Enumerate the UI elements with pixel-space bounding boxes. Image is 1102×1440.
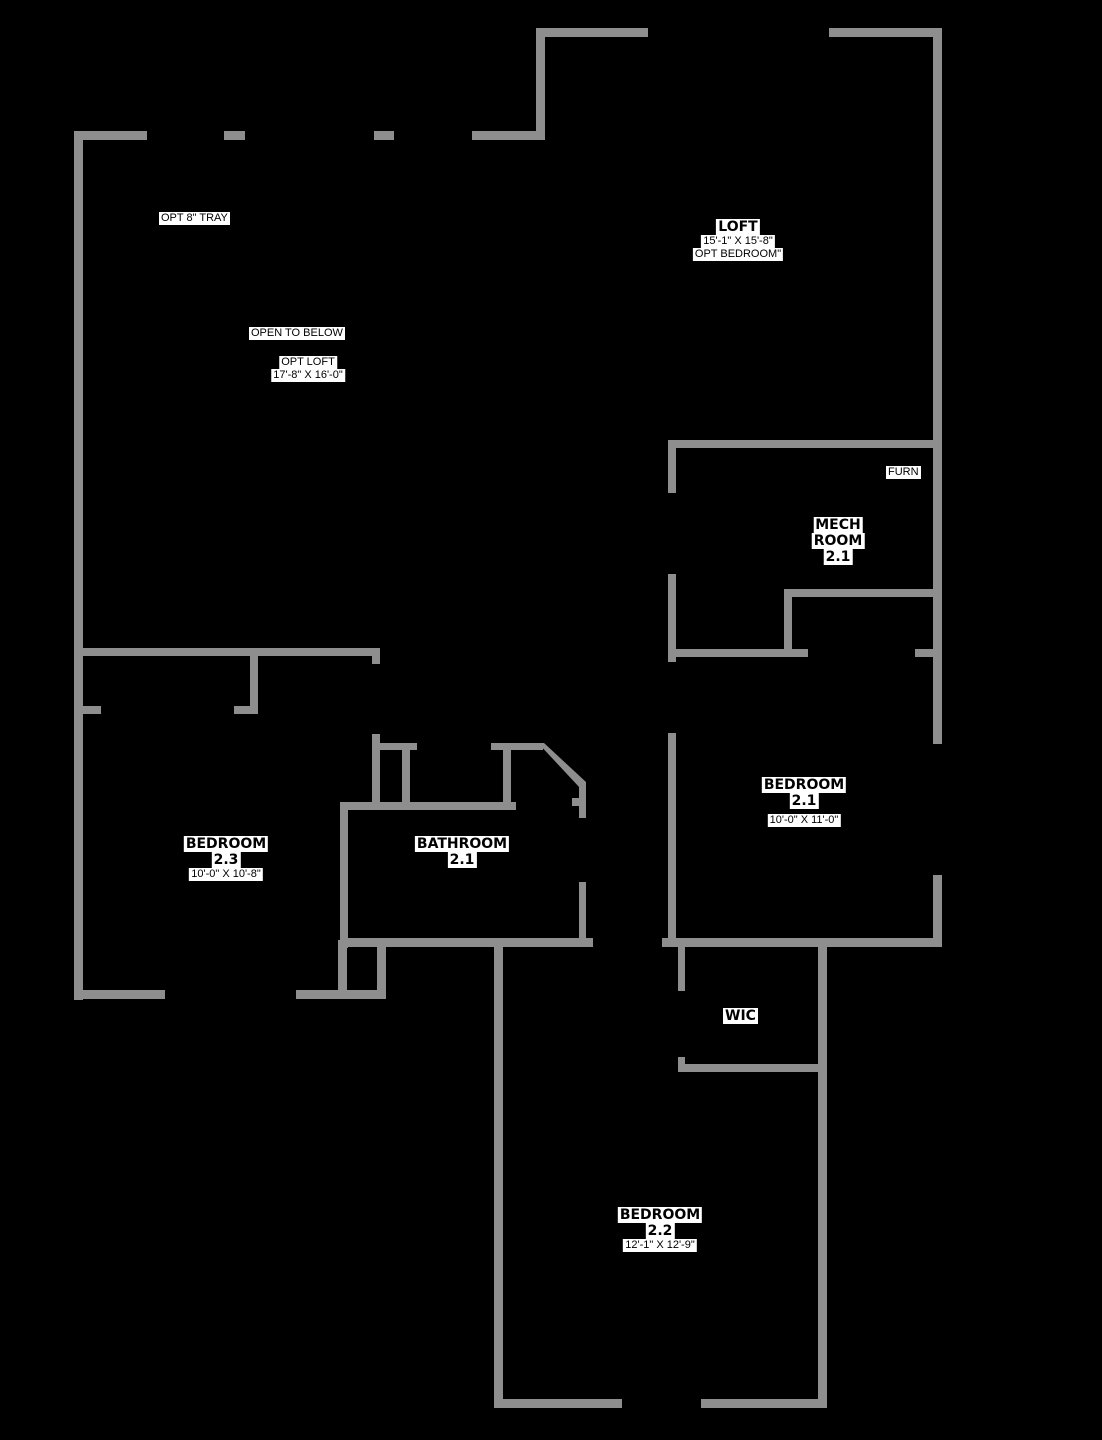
wall <box>372 743 417 750</box>
mech-room-block: MECH ROOM 2.1 <box>811 517 865 565</box>
wall <box>668 440 942 448</box>
bedroom-23-line1: BEDROOM <box>183 836 269 852</box>
wall <box>372 734 380 806</box>
bedroom-22-dims: 12'-1" X 12'-9" <box>623 1239 697 1252</box>
wall <box>74 131 83 1000</box>
loft-title: LOFT <box>716 219 760 235</box>
wall <box>494 940 503 1408</box>
bathroom-line1: BATHROOM <box>414 836 510 852</box>
wall <box>250 648 258 714</box>
bathroom-block: BATHROOM 2.1 <box>414 836 510 868</box>
mech-line2: ROOM <box>811 533 865 549</box>
wall <box>536 28 545 140</box>
wall <box>494 1399 622 1408</box>
wall <box>372 648 380 664</box>
mech-line3: 2.1 <box>823 549 853 565</box>
wall <box>784 589 934 597</box>
wall <box>829 28 942 37</box>
bedroom-21-block: BEDROOM 2.1 10'-0" X 11'-0" <box>761 777 847 827</box>
opt-loft-dims: 17'-8" X 16'-0" <box>271 369 345 382</box>
wall <box>374 131 394 140</box>
bathroom-line2: 2.1 <box>447 852 477 868</box>
wall <box>933 28 942 744</box>
bedroom-23-line2: 2.3 <box>211 852 241 868</box>
walls <box>74 28 942 1408</box>
wall <box>340 938 593 947</box>
mech-line1: MECH <box>813 517 863 533</box>
wall <box>377 940 386 999</box>
wall <box>472 131 545 140</box>
loft-dims: 15'-1" X 15'-8" <box>701 235 775 248</box>
wall <box>234 706 258 714</box>
loft-block: LOFT 15'-1" X 15'-8" OPT BEDROOM" <box>692 219 784 261</box>
wall <box>338 940 347 999</box>
wall <box>668 440 676 493</box>
wall <box>538 743 586 788</box>
opt-loft-label: OPT LOFT <box>279 356 337 369</box>
wall <box>678 1064 827 1072</box>
wall <box>784 589 792 657</box>
wall <box>662 938 942 947</box>
wall <box>503 743 511 806</box>
bedroom-23-dims: 10'-0" X 10'-8" <box>189 868 263 881</box>
wall <box>668 574 676 662</box>
wall <box>579 882 586 942</box>
wall <box>668 733 676 947</box>
wall <box>668 649 808 657</box>
wall <box>915 649 942 657</box>
bedroom-21-line2: 2.1 <box>789 793 819 809</box>
wall <box>678 945 685 991</box>
opt-tray-label: OPT 8" TRAY <box>159 212 230 225</box>
wall <box>491 743 543 750</box>
furn-label: FURN <box>886 466 921 479</box>
bedroom-21-dims: 10'-0" X 11'-0" <box>767 814 841 827</box>
wall <box>74 990 165 999</box>
wall <box>74 648 380 656</box>
wall <box>402 743 410 806</box>
wall <box>340 802 516 810</box>
wall <box>340 802 348 948</box>
bedroom-23-block: BEDROOM 2.3 10'-0" X 10'-8" <box>183 836 269 881</box>
bedroom-22-block: BEDROOM 2.2 12'-1" X 12'-9" <box>617 1207 703 1252</box>
bedroom-21-line1: BEDROOM <box>761 777 847 793</box>
wic-label: WIC <box>723 1008 758 1024</box>
wall <box>572 798 584 806</box>
bedroom-22-line1: BEDROOM <box>617 1207 703 1223</box>
wall <box>74 131 147 140</box>
loft-opt-bedroom: OPT BEDROOM" <box>692 248 784 261</box>
wall <box>933 875 942 947</box>
wall <box>536 28 648 37</box>
wall <box>701 1399 827 1408</box>
bedroom-22-line2: 2.2 <box>645 1223 675 1239</box>
wall <box>818 940 827 1408</box>
wall <box>74 706 101 714</box>
wall <box>224 131 245 140</box>
open-to-below-label: OPEN TO BELOW <box>249 327 345 340</box>
opt-loft-block: OPT LOFT 17'-8" X 16'-0" <box>271 356 345 382</box>
